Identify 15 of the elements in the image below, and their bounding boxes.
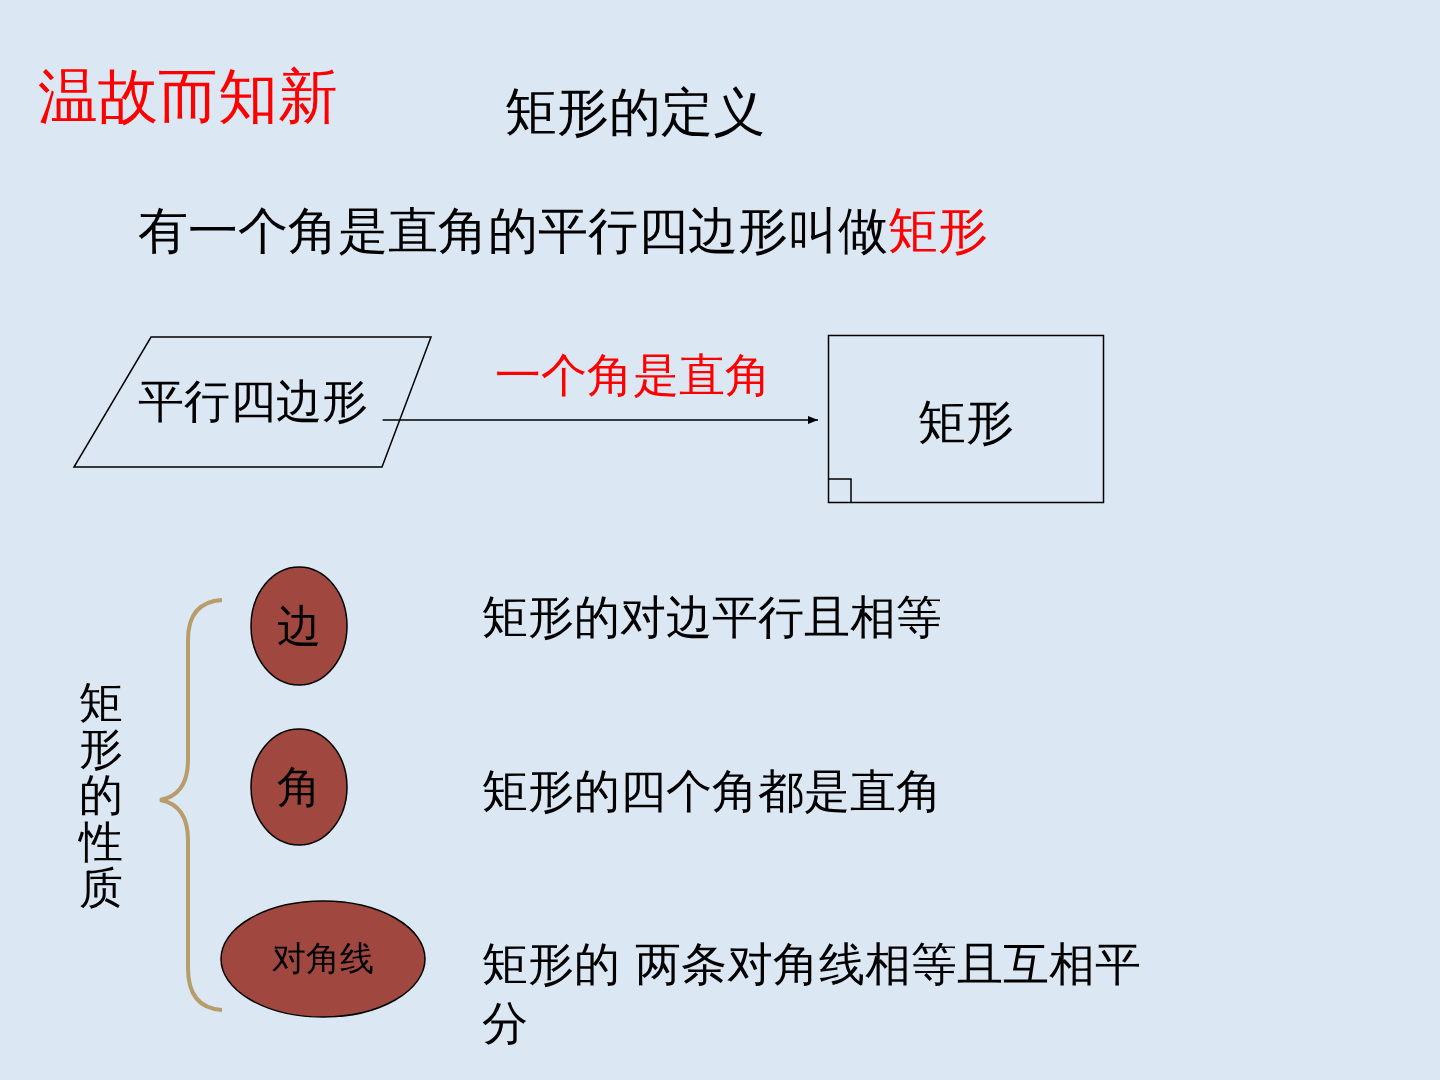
title: 温故而知新: [38, 66, 338, 126]
node-label: 对角线: [272, 937, 374, 980]
highlighted-term: 矩形: [888, 206, 988, 256]
node-label: 角: [277, 759, 321, 814]
node-label: 边: [277, 598, 321, 653]
vertical-heading: 矩形的性质: [78, 680, 124, 911]
arrow: [381, 416, 819, 424]
property-text: 矩形的对边平行且相等: [482, 589, 943, 646]
property-text: 矩形的四个角都是直角: [482, 763, 943, 820]
node-label: 平行四边形: [138, 373, 368, 430]
subtitle: 矩形的定义: [505, 86, 765, 138]
definition-text: 有一个角是直角的平行四边形叫做: [138, 206, 888, 256]
node-label: 矩形: [918, 393, 1014, 452]
edge-label: 一个角是直角: [495, 352, 771, 398]
property-text: 矩形的 两条对角线相等且互相平分: [482, 936, 1142, 1052]
